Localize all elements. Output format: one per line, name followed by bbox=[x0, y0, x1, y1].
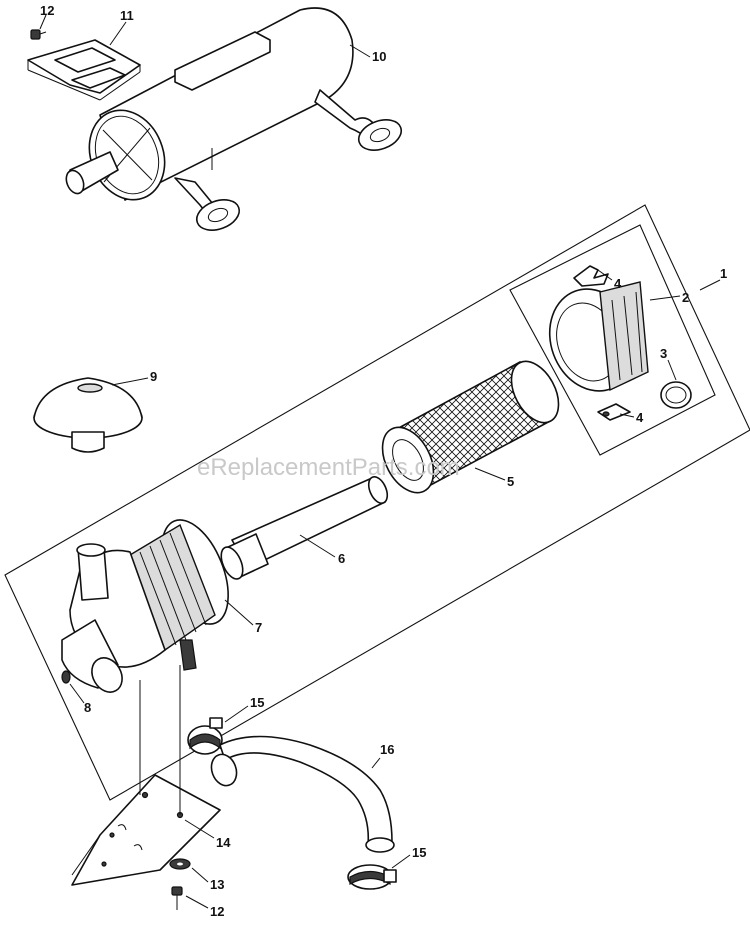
callout-3: 3 bbox=[660, 346, 667, 361]
part-15-clamp-lower bbox=[347, 864, 397, 890]
callout-14: 14 bbox=[216, 835, 231, 850]
part-2-cover bbox=[548, 281, 649, 392]
callout-10: 10 bbox=[372, 49, 386, 64]
part-3-ring bbox=[660, 381, 692, 409]
callout-13: 13 bbox=[210, 877, 224, 892]
part-9-cap bbox=[33, 377, 143, 453]
part-13-washer bbox=[169, 858, 191, 870]
part-5-filter-element bbox=[381, 360, 560, 494]
part-16-hose bbox=[210, 735, 395, 853]
callout-4-upper: 4 bbox=[614, 276, 622, 291]
part-12-bolt-top bbox=[30, 29, 47, 40]
leader-lines bbox=[39, 14, 721, 909]
callout-9: 9 bbox=[150, 369, 157, 384]
callout-15-upper: 15 bbox=[250, 695, 264, 710]
part-12-bolt-bottom bbox=[171, 886, 183, 910]
assembly-frame-1 bbox=[4, 204, 750, 801]
part-10-muffler bbox=[65, 7, 403, 231]
watermark: eReplacementParts.com bbox=[197, 454, 460, 481]
callout-12-bottom: 12 bbox=[210, 904, 224, 919]
part-4-clip-upper bbox=[573, 265, 609, 287]
callout-15-lower: 15 bbox=[412, 845, 426, 860]
part-7-air-cleaner-housing bbox=[61, 519, 229, 693]
assembly-frame-2 bbox=[509, 224, 716, 456]
part-11-bracket bbox=[27, 39, 141, 101]
callout-6: 6 bbox=[338, 551, 345, 566]
callout-8: 8 bbox=[84, 700, 91, 715]
callout-16: 16 bbox=[380, 742, 394, 757]
callout-5: 5 bbox=[507, 474, 514, 489]
callout-2: 2 bbox=[682, 290, 689, 305]
callout-labels: 1 2 3 4 4 5 6 7 8 9 10 11 12 12 13 14 15… bbox=[40, 3, 727, 919]
part-6-tube bbox=[220, 476, 389, 580]
callout-7: 7 bbox=[255, 620, 262, 635]
callout-1: 1 bbox=[720, 266, 727, 281]
callout-11: 11 bbox=[120, 8, 134, 23]
part-8-fitting bbox=[61, 670, 71, 684]
callout-4-lower: 4 bbox=[636, 410, 644, 425]
part-15-clamp-upper bbox=[187, 717, 223, 755]
part-14-mounting-plate bbox=[71, 665, 221, 886]
part-4-clip-lower bbox=[597, 403, 631, 421]
callout-12-top: 12 bbox=[40, 3, 54, 18]
